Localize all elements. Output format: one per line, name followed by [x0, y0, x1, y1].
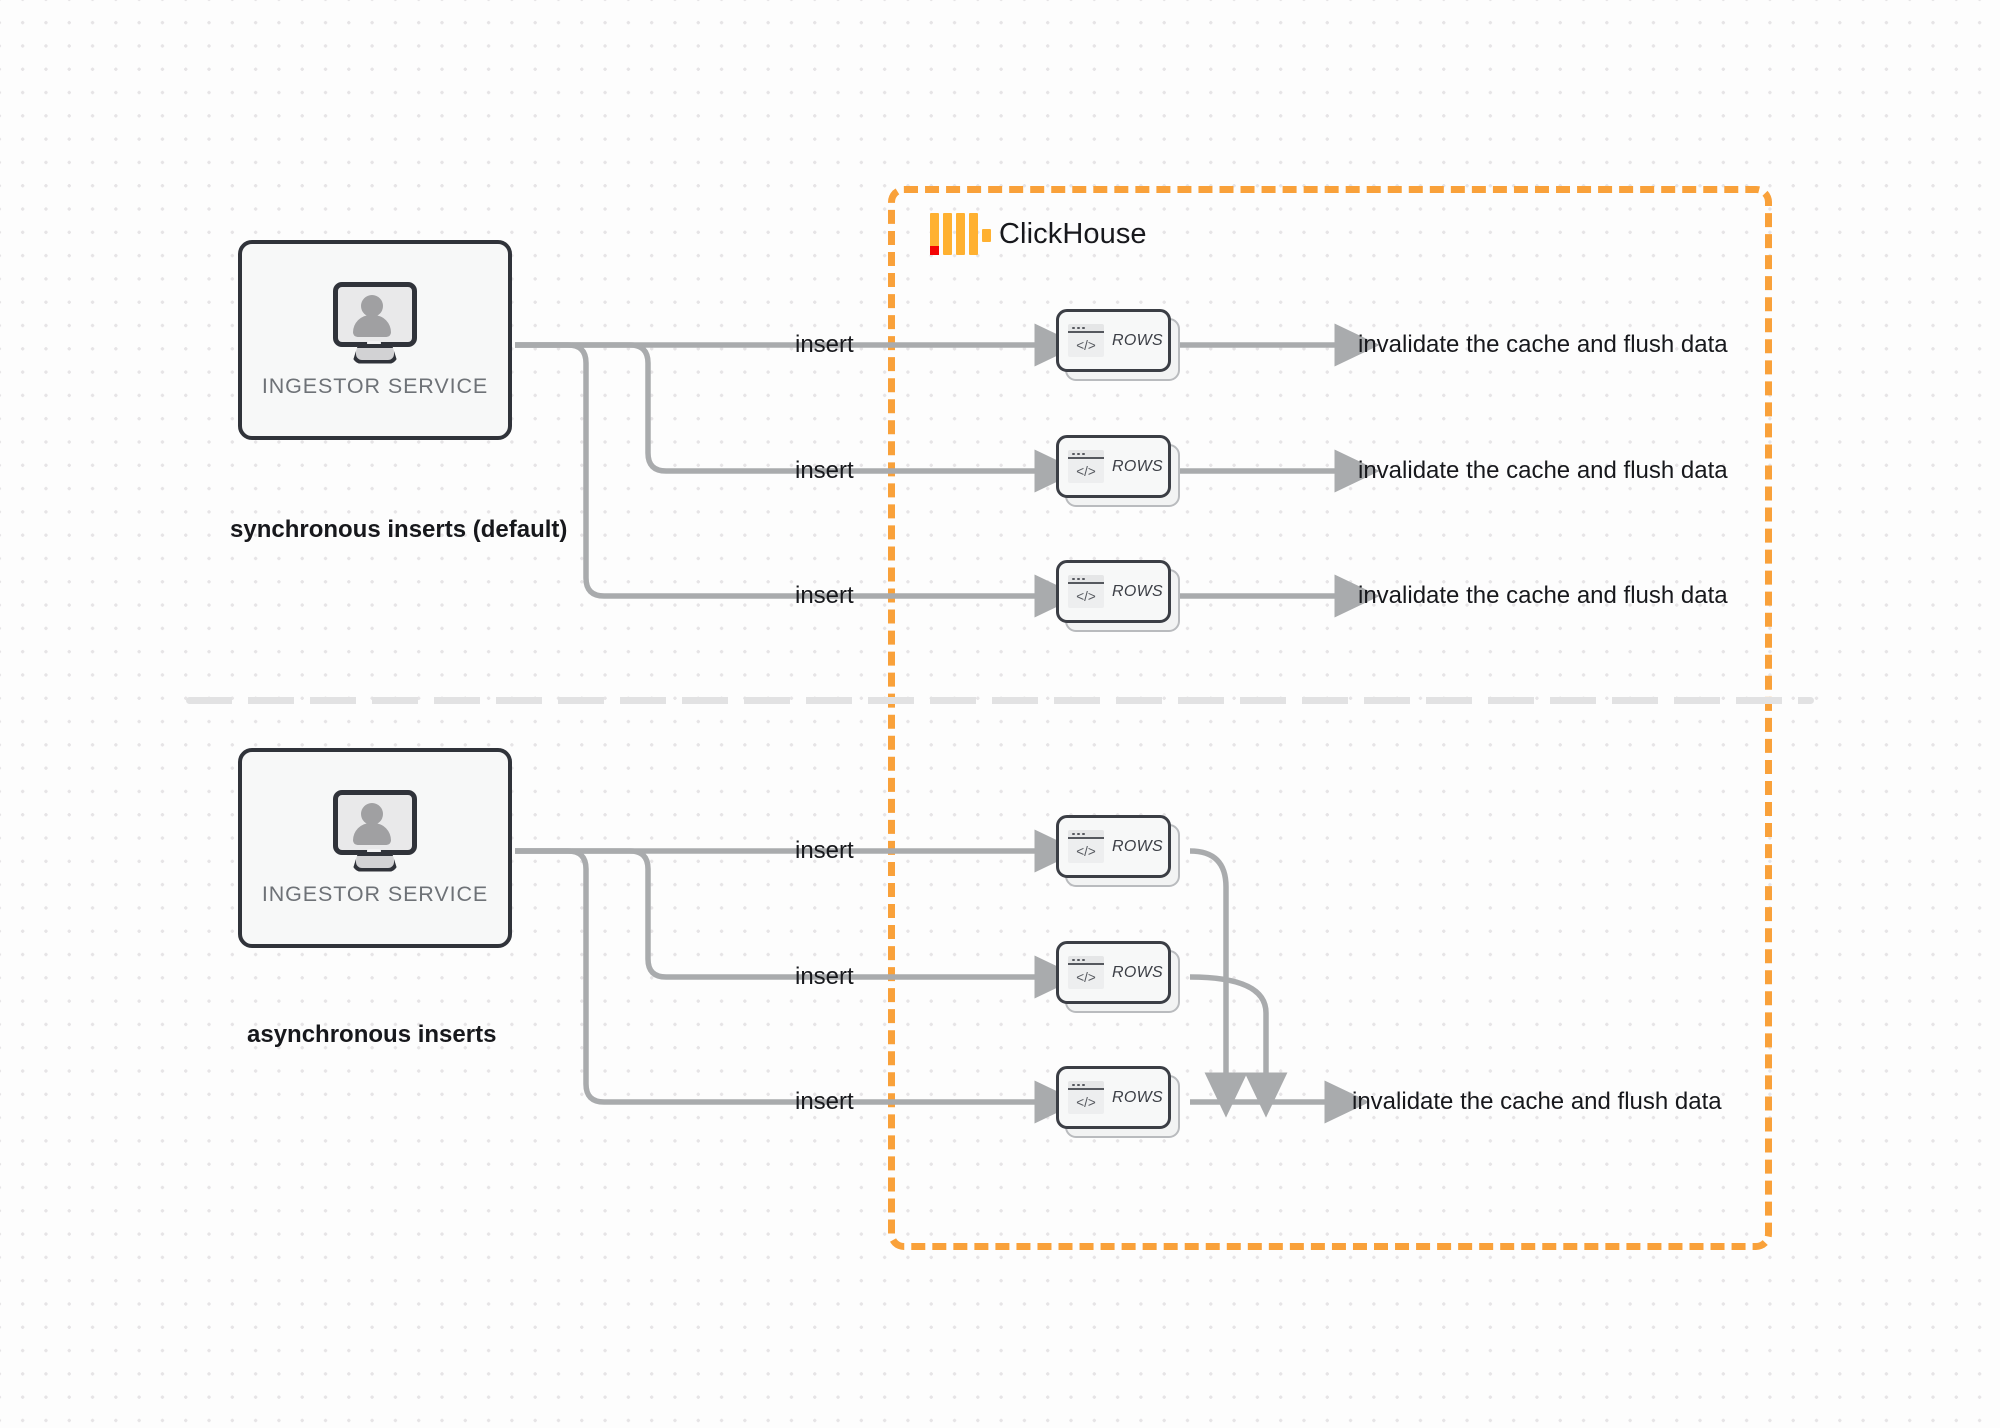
outcome-label-async-merged: invalidate the cache and flush data [1352, 1088, 1722, 1115]
rows-card-label: ROWS [1112, 582, 1163, 600]
outcome-label-sync-1: invalidate the cache and flush data [1358, 331, 1728, 358]
code-window-icon: </> [1068, 450, 1104, 483]
rows-card-async-3[interactable]: </> ROWS [1056, 1066, 1180, 1138]
mode-caption-sync: synchronous inserts (default) [230, 516, 568, 543]
ingestor-service-sync[interactable]: INGESTOR SERVICE [238, 240, 512, 440]
clickhouse-brand: ClickHouse [930, 213, 1147, 255]
code-window-icon: </> [1068, 324, 1104, 357]
clickhouse-boundary [888, 186, 1772, 1250]
rows-card-label: ROWS [1112, 963, 1163, 981]
ingestor-service-async[interactable]: INGESTOR SERVICE [238, 748, 512, 948]
insert-label-async-2: insert [795, 963, 854, 990]
rows-card-label: ROWS [1112, 457, 1163, 475]
code-window-icon: </> [1068, 956, 1104, 989]
ingestor-service-label-async: INGESTOR SERVICE [261, 881, 489, 906]
monitor-user-icon [328, 789, 422, 876]
clickhouse-logo-icon [930, 213, 991, 255]
rows-card-sync-1[interactable]: </> ROWS [1056, 309, 1180, 381]
code-window-icon: </> [1068, 1081, 1104, 1114]
insert-label-sync-2: insert [795, 457, 854, 484]
outcome-label-sync-2: invalidate the cache and flush data [1358, 457, 1728, 484]
rows-card-label: ROWS [1112, 837, 1163, 855]
code-window-icon: </> [1068, 830, 1104, 863]
rows-card-label: ROWS [1112, 1088, 1163, 1106]
clickhouse-brand-label: ClickHouse [999, 217, 1147, 250]
insert-label-async-3: insert [795, 1088, 854, 1115]
insert-label-sync-3: insert [795, 582, 854, 609]
rows-card-async-1[interactable]: </> ROWS [1056, 815, 1180, 887]
rows-card-async-2[interactable]: </> ROWS [1056, 941, 1180, 1013]
rows-card-label: ROWS [1112, 331, 1163, 349]
code-window-icon: </> [1068, 575, 1104, 608]
outcome-label-sync-3: invalidate the cache and flush data [1358, 582, 1728, 609]
rows-card-sync-3[interactable]: </> ROWS [1056, 560, 1180, 632]
mode-caption-async: asynchronous inserts [247, 1021, 497, 1048]
ingestor-service-label-sync: INGESTOR SERVICE [261, 373, 489, 398]
rows-card-sync-2[interactable]: </> ROWS [1056, 435, 1180, 507]
insert-label-async-1: insert [795, 837, 854, 864]
section-divider [186, 697, 1814, 704]
insert-label-sync-1: insert [795, 331, 854, 358]
monitor-user-icon [328, 281, 422, 368]
